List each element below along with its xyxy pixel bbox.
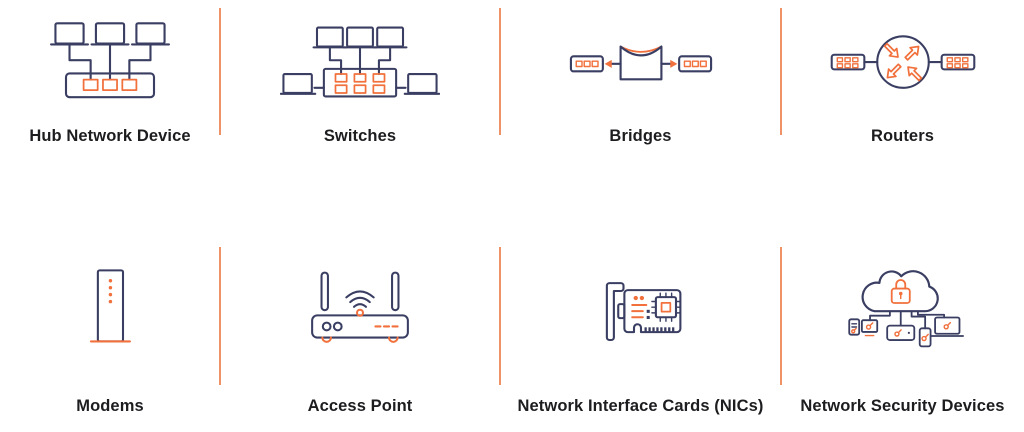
label-network-interface-cards: Network Interface Cards (NICs) <box>517 397 764 415</box>
row-2: Modems <box>0 216 1024 432</box>
padlock-icon <box>890 279 911 304</box>
cell-hub-network-device: Hub Network Device <box>0 0 220 216</box>
label-network-security-devices: Network Security Devices <box>800 397 1005 415</box>
cell-modems: Modems <box>0 216 220 432</box>
key-icons <box>850 321 951 342</box>
cell-switches: Switches <box>220 0 500 216</box>
bridges-icon <box>569 44 712 80</box>
column-divider <box>219 247 221 385</box>
hub-network-device-icon <box>49 22 171 99</box>
column-divider <box>499 247 501 385</box>
column-divider <box>219 8 221 135</box>
label-routers: Routers <box>870 127 935 145</box>
column-divider <box>780 8 782 135</box>
network-interface-card-icon <box>605 281 681 341</box>
row-1: Hub Network Device <box>0 0 1024 216</box>
modems-icon <box>89 268 131 342</box>
cell-network-security-devices: Network Security Devices <box>781 216 1024 432</box>
access-point-icon <box>311 271 409 343</box>
label-bridges: Bridges <box>609 127 672 145</box>
cell-access-point: Access Point <box>220 216 500 432</box>
routers-icon <box>830 34 975 89</box>
cell-routers: Routers <box>781 0 1024 216</box>
cell-bridges: Bridges <box>500 0 781 216</box>
label-access-point: Access Point <box>307 397 413 415</box>
cell-network-interface-cards: Network Interface Cards (NICs) <box>500 216 781 432</box>
label-hub-network-device: Hub Network Device <box>29 127 191 145</box>
label-modems: Modems <box>76 397 144 415</box>
switches-icon <box>280 26 440 98</box>
network-security-devices-icon <box>847 270 964 348</box>
column-divider <box>780 247 782 385</box>
column-divider <box>499 8 501 135</box>
label-switches: Switches <box>323 127 397 145</box>
